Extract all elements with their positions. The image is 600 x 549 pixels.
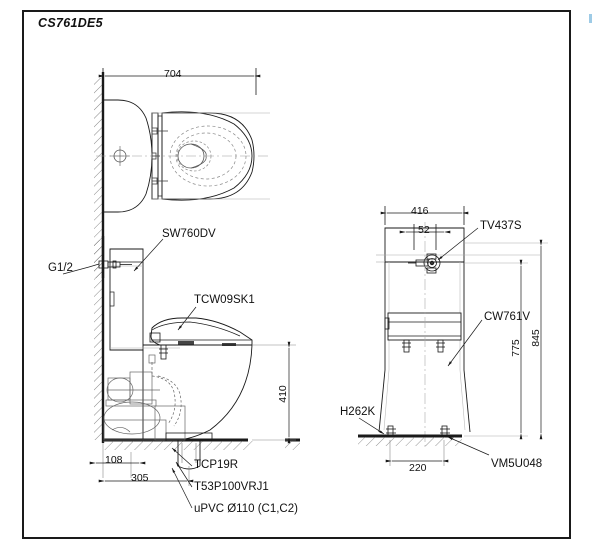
callout-g12: G1/2 <box>48 262 73 274</box>
dimension-410: 410 <box>277 385 289 403</box>
callout-tv437s: TV437S <box>480 220 522 232</box>
color-marker <box>589 14 592 23</box>
dimension-108: 108 <box>105 454 123 466</box>
callout-tcp19r: TCP19R <box>194 459 239 471</box>
dimension-845: 845 <box>530 329 542 347</box>
dimension-52: 52 <box>418 224 430 236</box>
callout-vm5u048: VM5U048 <box>491 458 543 470</box>
callout-upvc-pipe: uPVC Ø110 (C1,C2) <box>194 503 298 515</box>
dimension-775: 775 <box>510 339 522 357</box>
page-title: CS761DE5 <box>38 16 103 30</box>
callout-h262k: H262K <box>340 406 376 418</box>
callout-t53p100vrj1: T53P100VRJ1 <box>194 481 269 493</box>
dimension-220: 220 <box>409 462 427 474</box>
dimension-305: 305 <box>131 472 149 484</box>
callout-tcw09sk1: TCW09SK1 <box>194 294 255 306</box>
dimension-416: 416 <box>411 205 429 217</box>
callout-sw760dv: SW760DV <box>162 228 216 240</box>
callout-cw761v: CW761V <box>484 311 531 323</box>
dimension-704: 704 <box>164 68 182 80</box>
